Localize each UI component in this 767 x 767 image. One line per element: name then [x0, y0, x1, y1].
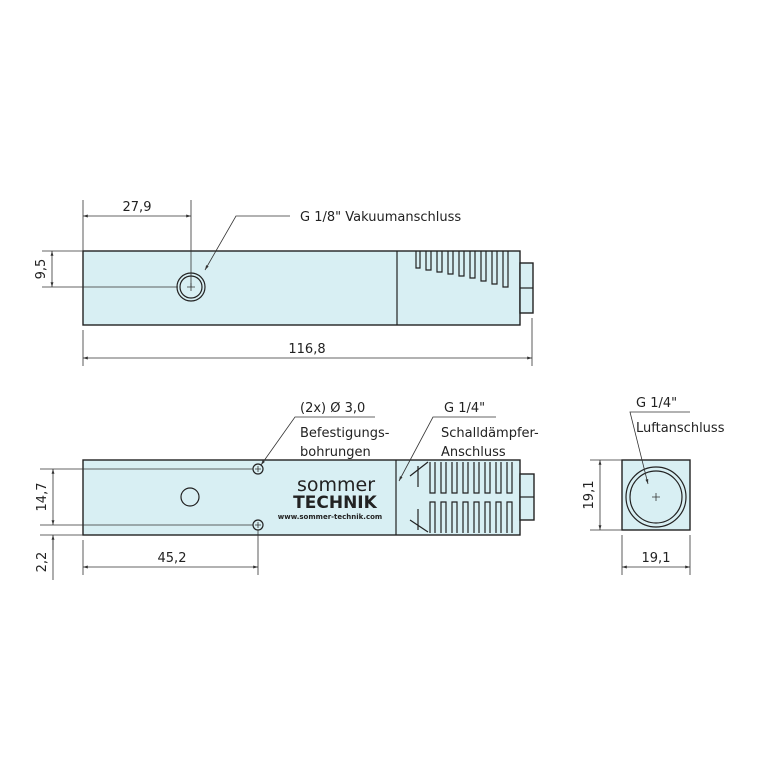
- svg-text:TECHNIK: TECHNIK: [293, 493, 377, 513]
- dim-hole-x: 45,2: [158, 551, 187, 566]
- holes-desc: Befestigungs-: [300, 426, 390, 441]
- end-view: 19,1 19,1 G 1/4" Luftanschluss: [582, 396, 725, 575]
- silencer-desc: Schalldämpfer-: [441, 426, 539, 441]
- svg-text:sommer: sommer: [297, 474, 375, 496]
- dim-width: 19,1: [642, 551, 671, 566]
- holes-desc: bohrungen: [300, 445, 371, 460]
- dim-hole-x: 27,9: [123, 200, 152, 215]
- air-port-outer: [625, 466, 687, 528]
- sommer-technik-logo: sommer TECHNIK www.sommer-technik.com: [278, 474, 382, 521]
- top-view: 27,9 9,5 116,8 G 1/8" Vakuumanschluss: [34, 200, 534, 366]
- dim-hole-y: 9,5: [34, 259, 49, 280]
- svg-text:www.sommer-technik.com: www.sommer-technik.com: [278, 513, 382, 521]
- silencer-fins: [409, 461, 513, 533]
- silencer-thread: G 1/4": [444, 401, 485, 416]
- dim-length: 116,8: [288, 342, 325, 357]
- holes-label: (2x) Ø 3,0: [300, 401, 365, 416]
- center-mark-icon: [652, 493, 660, 501]
- air-port-inner: [629, 470, 683, 524]
- dim-edge: 2,2: [35, 552, 50, 573]
- bottom-view: sommer TECHNIK www.sommer-technik.com 14…: [35, 401, 539, 580]
- ejector-body-top: [82, 250, 521, 326]
- silencer-desc: Anschluss: [441, 445, 506, 460]
- silencer-fins: [415, 251, 509, 288]
- ejector-body-bottom: [82, 459, 521, 536]
- dim-height: 19,1: [582, 481, 597, 510]
- air-thread: G 1/4": [636, 396, 677, 411]
- port-circle: [180, 487, 200, 507]
- dim-hole-spacing: 14,7: [35, 483, 50, 512]
- air-label: Luftanschluss: [636, 421, 725, 436]
- vacuum-port-label: G 1/8" Vakuumanschluss: [300, 210, 461, 225]
